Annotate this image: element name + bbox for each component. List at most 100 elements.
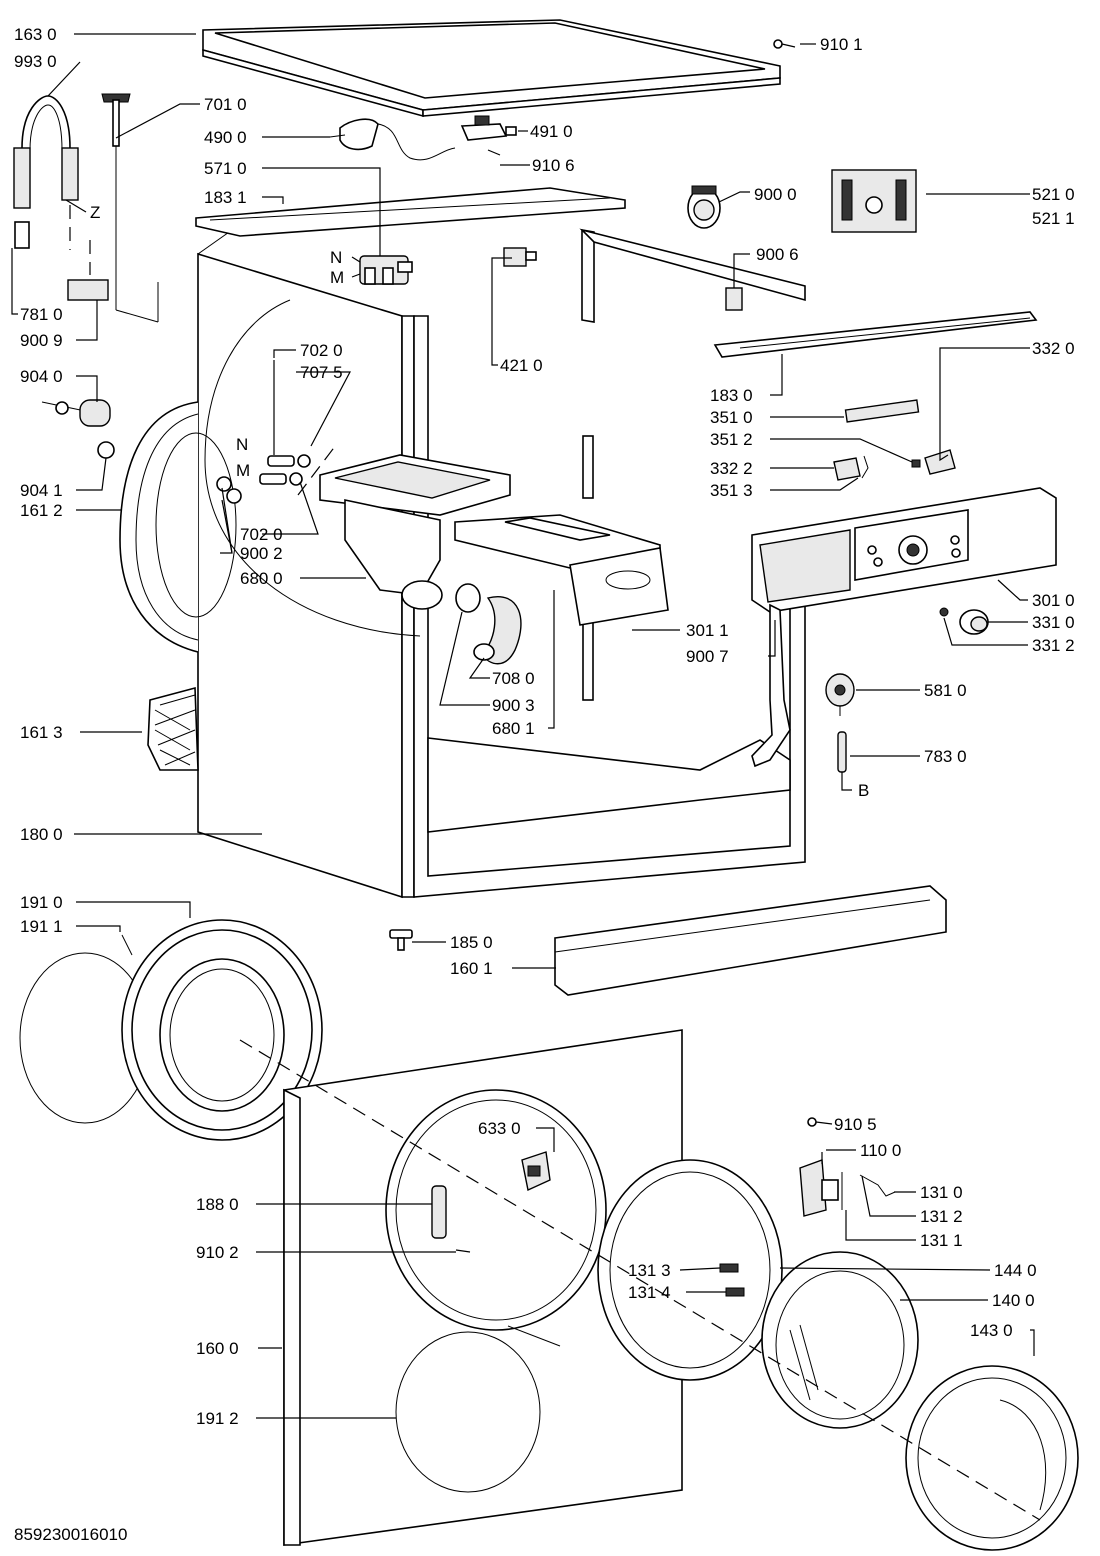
label-m-valve: M: [330, 268, 344, 287]
label-490-0: 490 0: [204, 128, 247, 147]
screw-910-5: [807, 1117, 833, 1127]
spring-191-2: [507, 1325, 561, 1347]
door-glass-frame: [761, 1251, 919, 1429]
label-n-valve: N: [330, 248, 342, 267]
label-131-1: 131 1: [920, 1231, 963, 1250]
label-702-0-bottom: 702 0: [240, 525, 283, 544]
screw-910-1: [773, 39, 796, 49]
rear-grille: [147, 686, 199, 771]
part-351-2: [911, 459, 921, 468]
label-680-1: 680 1: [492, 719, 535, 738]
label-188-0: 188 0: [196, 1195, 239, 1214]
door-seal: [19, 919, 323, 1141]
label-331-2: 331 2: [1032, 636, 1075, 655]
label-781-0: 781 0: [20, 305, 63, 324]
label-900-0: 900 0: [754, 185, 797, 204]
door-lock: [521, 1151, 551, 1192]
bellows-hose: [455, 583, 522, 665]
screw-910-6: [487, 149, 501, 156]
label-421-0: 421 0: [500, 356, 543, 375]
kick-plate: [554, 885, 947, 996]
label-z: Z: [90, 203, 100, 222]
label-n-connector: N: [236, 435, 248, 454]
label-332-0: 332 0: [1032, 339, 1075, 358]
electronic-module: [831, 169, 917, 233]
label-702-0-top: 702 0: [300, 341, 343, 360]
label-707-5: 707 5: [300, 363, 343, 382]
tube-783-0: [837, 731, 847, 773]
label-900-2: 900 2: [240, 544, 283, 563]
label-191-2: 191 2: [196, 1409, 239, 1428]
label-b: B: [858, 781, 869, 800]
holder-332-2: [833, 455, 869, 481]
label-900-7: 900 7: [686, 647, 729, 666]
top-cover: [202, 19, 781, 118]
label-131-0: 131 0: [920, 1183, 963, 1202]
rear-gasket: [119, 401, 237, 653]
label-163-0: 163 0: [14, 25, 57, 44]
label-301-1: 301 1: [686, 621, 729, 640]
dispenser-drawer: [454, 514, 669, 626]
label-131-2: 131 2: [920, 1207, 963, 1226]
inlet-hose: [13, 61, 91, 275]
program-knob: [959, 609, 989, 635]
label-571-0: 571 0: [204, 159, 247, 178]
label-491-0: 491 0: [530, 122, 573, 141]
hose-connectors: [216, 454, 311, 504]
label-904-1: 904 1: [20, 481, 63, 500]
label-521-1: 521 1: [1032, 209, 1075, 228]
label-180-0: 180 0: [20, 825, 63, 844]
inlet-valve: [359, 255, 413, 285]
label-910-6: 910 6: [532, 156, 575, 175]
label-140-0: 140 0: [992, 1291, 1035, 1310]
label-332-2: 332 2: [710, 459, 753, 478]
door-axis-line: [239, 1039, 1041, 1521]
screw-910-2: [455, 1249, 471, 1253]
label-m-connector: M: [236, 461, 250, 480]
label-900-3: 900 3: [492, 696, 535, 715]
label-680-0: 680 0: [240, 569, 283, 588]
label-183-1: 183 1: [204, 188, 247, 207]
label-900-6: 900 6: [756, 245, 799, 264]
label-900-9: 900 9: [20, 331, 63, 350]
clip-900-9: [67, 279, 109, 301]
label-191-1: 191 1: [20, 917, 63, 936]
label-160-1: 160 1: [450, 959, 493, 978]
hinge-188-0: [431, 1185, 447, 1239]
label-993-0: 993 0: [14, 52, 57, 71]
label-351-3: 351 3: [710, 481, 753, 500]
front-rail: [713, 311, 1038, 358]
label-904-0: 904 0: [20, 367, 63, 386]
leader-lines: [11, 33, 1035, 1419]
label-351-0: 351 0: [710, 408, 753, 427]
label-910-5: 910 5: [834, 1115, 877, 1134]
label-783-0: 783 0: [924, 747, 967, 766]
body-axis-line: [297, 444, 337, 496]
label-143-0: 143 0: [970, 1321, 1013, 1340]
pump-clip: [687, 185, 721, 229]
suppressor: [503, 247, 537, 267]
door-outer-ring: [905, 1365, 1079, 1551]
mains-filter: [460, 115, 517, 141]
label-708-0: 708 0: [492, 669, 535, 688]
bracket-351-0: [844, 399, 920, 423]
label-185-0: 185 0: [450, 933, 493, 952]
label-191-0: 191 0: [20, 893, 63, 912]
top-rail-183-1: [195, 187, 626, 237]
document-number: 859230016010: [14, 1525, 127, 1544]
label-910-2: 910 2: [196, 1243, 239, 1262]
label-131-3: 131 3: [628, 1261, 671, 1280]
label-183-0: 183 0: [710, 386, 753, 405]
label-701-0: 701 0: [204, 95, 247, 114]
label-144-0: 144 0: [994, 1261, 1037, 1280]
label-110-0: 110 0: [860, 1141, 901, 1160]
label-581-0: 581 0: [924, 681, 967, 700]
dispenser-housing: [319, 454, 511, 610]
adjustable-foot: [389, 929, 413, 951]
label-331-0: 331 0: [1032, 613, 1075, 632]
control-panel: [751, 487, 1057, 613]
label-161-2: 161 2: [20, 501, 63, 520]
label-301-0: 301 0: [1032, 591, 1075, 610]
label-351-2: 351 2: [710, 430, 753, 449]
